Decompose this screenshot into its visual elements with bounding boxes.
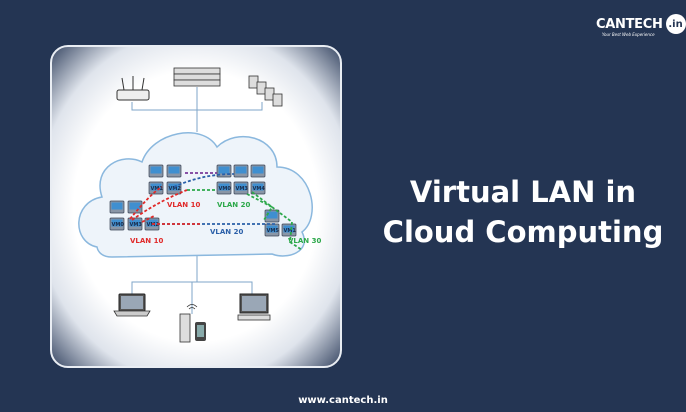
vm-label: VM3 (130, 222, 143, 228)
desktop-computer-icon (237, 293, 271, 321)
computer-icon (148, 164, 164, 178)
computer-icon (233, 164, 249, 178)
laptop-icon (113, 293, 151, 317)
title-line-2: Cloud Computing (382, 215, 664, 249)
computer-icon (166, 164, 182, 178)
vlan-label: VLAN 30 (288, 237, 321, 245)
vm-icon: VM1 (281, 223, 297, 237)
storage-icon (248, 75, 283, 107)
vm-label: VM1 (284, 228, 297, 234)
server-rack-icon (173, 67, 221, 87)
vlan-label: VLAN 10 (130, 237, 163, 245)
title-line-1: Virtual LAN in (409, 175, 637, 209)
vm-label: VM0 (219, 186, 232, 192)
computer-icon (250, 164, 266, 178)
vlan-label: VLAN 10 (167, 201, 200, 209)
vlan-label: VLAN 20 (210, 228, 243, 236)
network-links (131, 87, 263, 314)
vlan-links (129, 172, 303, 251)
vm-label: VM5 (267, 228, 280, 234)
vm-label: VM0 (112, 222, 125, 228)
smartphone-icon (186, 304, 206, 341)
vm-icon: VM3 (127, 217, 143, 231)
brand-logo[interactable]: CANTECH .in (596, 14, 686, 34)
cloud-shape (78, 132, 313, 258)
vm-icon: VM1 (148, 181, 164, 195)
computer-icon (109, 200, 125, 214)
brand-suffix: .in (665, 14, 686, 34)
website-url: www.cantech.in (298, 395, 388, 406)
vm-icon: VM4 (250, 181, 266, 195)
vlan-label: VLAN 20 (217, 201, 250, 209)
vm-label: VM2 (147, 222, 160, 228)
router-icon (116, 76, 150, 101)
vm-label: VM3 (236, 186, 249, 192)
vm-icon: VM0 (216, 181, 232, 195)
brand-name: CANTECH (596, 16, 663, 32)
vm-icon: VM5 (264, 223, 280, 237)
desktop-tower-icon (179, 313, 191, 343)
brand-tagline: Your Best Web Experience (602, 32, 655, 37)
vm-label: VM1 (151, 186, 164, 192)
vm-label: VM4 (253, 186, 266, 192)
vm-icon: VM0 (109, 217, 125, 231)
page-title: Virtual LAN in Cloud Computing (378, 172, 668, 252)
vm-icon: VM3 (233, 181, 249, 195)
vm-label: VM2 (169, 186, 182, 192)
